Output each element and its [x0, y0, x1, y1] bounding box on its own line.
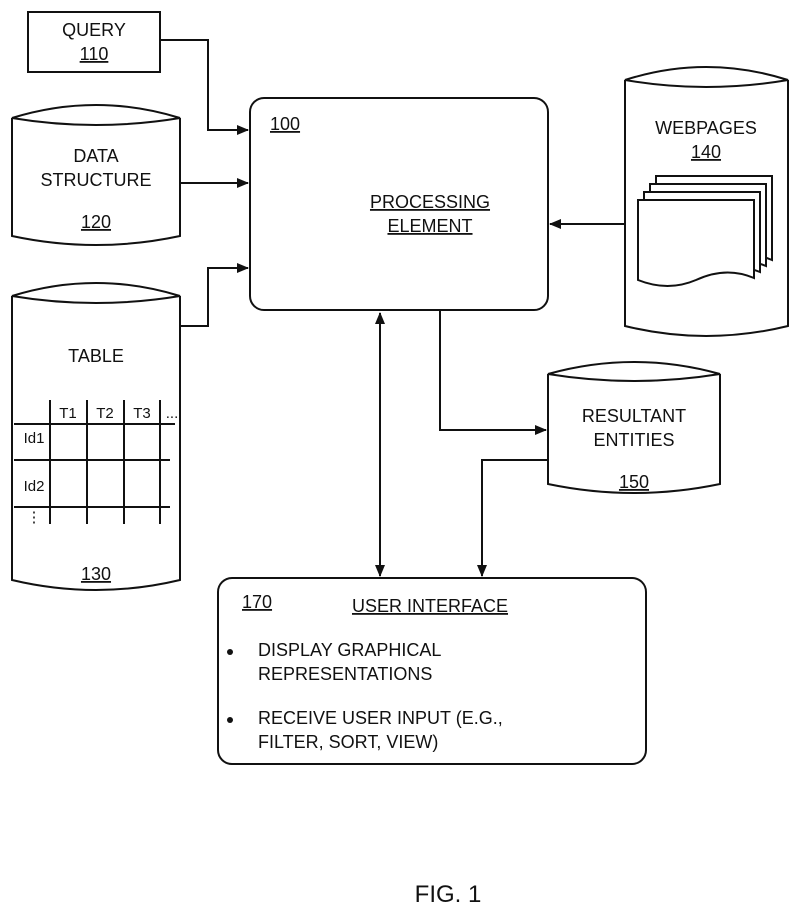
arrow-resultant-to-ui: [477, 459, 548, 577]
table-col-header: T1: [59, 405, 77, 422]
ui-bullet-2-line-1: RECEIVE USER INPUT (E.G.,: [258, 708, 503, 728]
data-structure-label-2: STRUCTURE: [41, 170, 152, 190]
processing-element-ref: 100: [270, 114, 300, 134]
table-col-header: ...: [166, 405, 179, 422]
processing-element-box: 100 PROCESSING ELEMENT: [249, 97, 549, 311]
ui-bullet-1-line-2: REPRESENTATIONS: [258, 664, 432, 684]
query-label: QUERY: [62, 20, 126, 40]
table-cylinder: TABLE 130: [11, 282, 181, 591]
arrow-query-to-processing: [160, 39, 249, 135]
data-structure-ref: 120: [81, 212, 111, 232]
resultant-entities-ref: 150: [619, 472, 649, 492]
bullet-dot: [227, 649, 233, 655]
table-row-header: ⋮: [27, 509, 42, 526]
ui-bullet-2-line-2: FILTER, SORT, VIEW): [258, 732, 438, 752]
table-row-header: Id2: [24, 478, 45, 495]
query-box: QUERY 110: [27, 11, 161, 73]
figure-label: FIG. 1: [415, 881, 482, 908]
table-col-header: T2: [96, 405, 114, 422]
resultant-entities-label-2: ENTITIES: [593, 430, 674, 450]
webpages-ref: 140: [691, 142, 721, 162]
ui-bullet-1-line-1: DISPLAY GRAPHICAL: [258, 640, 441, 660]
table-col-header: T3: [133, 405, 151, 422]
query-ref: 110: [80, 44, 109, 64]
user-interface-title: USER INTERFACE: [352, 596, 508, 616]
document-stack-icon: [637, 175, 773, 287]
resultant-entities-cylinder: RESULTANT ENTITIES 150: [547, 361, 721, 494]
bullet-dot: [227, 717, 233, 723]
table-grid: T1 T2 T3 ... Id1 Id2 ⋮: [14, 400, 178, 526]
resultant-entities-label-1: RESULTANT: [582, 406, 686, 426]
user-interface-box: 170 USER INTERFACE DISPLAY GRAPHICAL REP…: [217, 577, 647, 765]
webpages-label: WEBPAGES: [655, 118, 757, 138]
data-structure-cylinder: DATA STRUCTURE 120: [11, 104, 181, 246]
connectors: [160, 39, 625, 577]
data-structure-label-1: DATA: [73, 146, 118, 166]
processing-element-label-1: PROCESSING: [370, 192, 490, 212]
table-label: TABLE: [68, 346, 124, 366]
arrow-processing-to-resultant: [439, 310, 547, 435]
processing-element-label-2: ELEMENT: [387, 216, 472, 236]
arrow-table-to-processing: [180, 263, 249, 327]
table-ref: 130: [81, 564, 111, 584]
table-row-header: Id1: [24, 430, 45, 447]
user-interface-ref: 170: [242, 592, 272, 612]
